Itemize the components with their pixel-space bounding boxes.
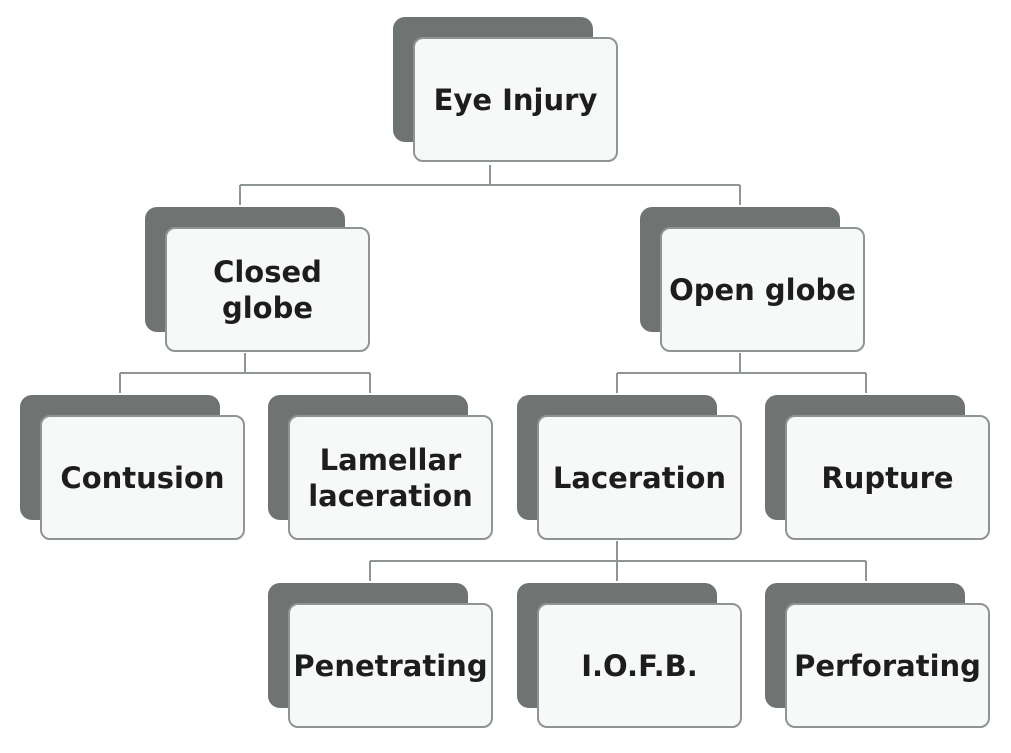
node-card: I.O.F.B. — [537, 603, 742, 728]
node-card: Lamellar laceration — [288, 415, 493, 540]
node-label: Eye Injury — [433, 82, 598, 117]
node-label: I.O.F.B. — [581, 648, 698, 683]
node-label: Contusion — [60, 460, 225, 495]
node-card: Perforating — [785, 603, 990, 728]
node-contusion: Contusion — [20, 395, 245, 540]
node-open-globe: Open globe — [640, 207, 865, 352]
node-label: Lamellar laceration — [308, 442, 473, 513]
node-penetrating: Penetrating — [268, 583, 493, 728]
node-card: Rupture — [785, 415, 990, 540]
node-laceration: Laceration — [517, 395, 742, 540]
node-closed-globe: Closed globe — [145, 207, 370, 352]
node-label: Perforating — [794, 648, 981, 683]
node-lamellar-laceration: Lamellar laceration — [268, 395, 493, 540]
node-rupture: Rupture — [765, 395, 990, 540]
node-card: Penetrating — [288, 603, 493, 728]
node-label: Closed globe — [213, 254, 322, 325]
node-card: Laceration — [537, 415, 742, 540]
node-label: Rupture — [821, 460, 954, 495]
node-label: Laceration — [552, 460, 727, 495]
node-card: Open globe — [660, 227, 865, 352]
node-label: Open globe — [669, 272, 856, 307]
node-perforating: Perforating — [765, 583, 990, 728]
node-iofb: I.O.F.B. — [517, 583, 742, 728]
node-card: Contusion — [40, 415, 245, 540]
node-card: Closed globe — [165, 227, 370, 352]
node-label: Penetrating — [293, 648, 488, 683]
node-eye-injury: Eye Injury — [393, 17, 618, 162]
node-card: Eye Injury — [413, 37, 618, 162]
